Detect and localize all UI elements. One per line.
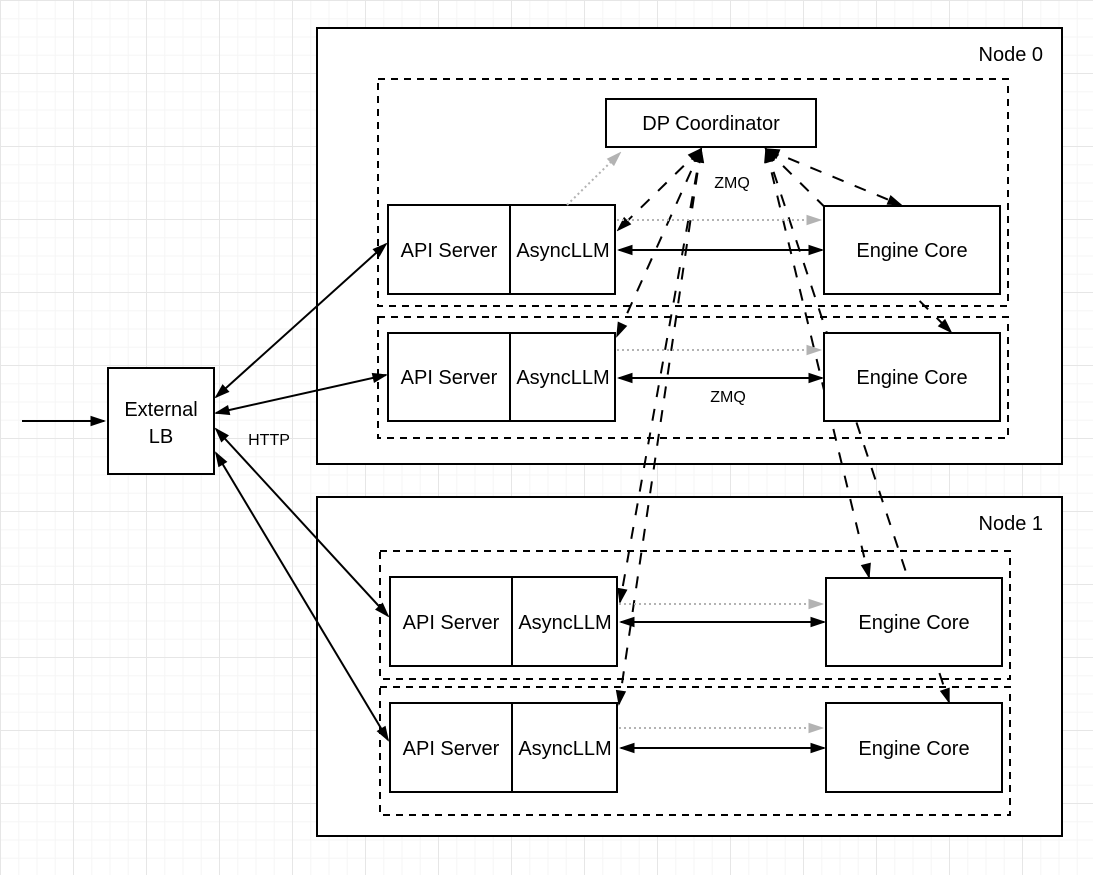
lb-api-arrow-4	[216, 453, 388, 740]
asyncllm-label-1: AsyncLLM	[516, 240, 609, 262]
engine-core-label-2: Engine Core	[856, 367, 967, 389]
coordinator-frontend-link-4	[619, 149, 701, 704]
lb-api-arrow-1	[216, 244, 386, 397]
engine-core-box-1	[823, 205, 1001, 295]
asyncllm-coordinator-dotted-arrow	[566, 153, 620, 206]
node0-label: Node 0	[979, 44, 1044, 66]
api-server-asyncllm-box-1	[387, 204, 616, 295]
lb-api-arrow-2	[216, 375, 386, 413]
engine-core-box-3	[825, 577, 1003, 667]
external-lb-label-line1: External	[124, 399, 197, 421]
engine-core-box-4	[825, 702, 1003, 793]
external-lb-box	[107, 367, 215, 475]
engine-core-label-1: Engine Core	[856, 240, 967, 262]
asyncllm-label-3: AsyncLLM	[518, 612, 611, 634]
node1-label: Node 1	[979, 513, 1044, 535]
api-server-asyncllm-box-3	[389, 576, 618, 667]
engine-core-label-3: Engine Core	[858, 612, 969, 634]
api-server-label-4: API Server	[403, 738, 500, 760]
asyncllm-label-4: AsyncLLM	[518, 738, 611, 760]
http-label: HTTP	[248, 432, 290, 449]
api-server-asyncllm-box-2	[387, 332, 616, 422]
engine-core-box-2	[823, 332, 1001, 422]
engine-core-label-4: Engine Core	[858, 738, 969, 760]
zmq-coordinator-label: ZMQ	[714, 175, 750, 192]
dp-coordinator-box	[605, 98, 817, 148]
api-server-label-2: API Server	[401, 367, 498, 389]
dp-coordinator-label: DP Coordinator	[642, 113, 780, 135]
api-server-label-3: API Server	[403, 612, 500, 634]
zmq-engine-label: ZMQ	[710, 389, 746, 406]
api-server-label-1: API Server	[401, 240, 498, 262]
asyncllm-label-2: AsyncLLM	[516, 367, 609, 389]
api-server-asyncllm-box-4	[389, 702, 618, 793]
external-lb-label-line2: LB	[149, 426, 173, 448]
